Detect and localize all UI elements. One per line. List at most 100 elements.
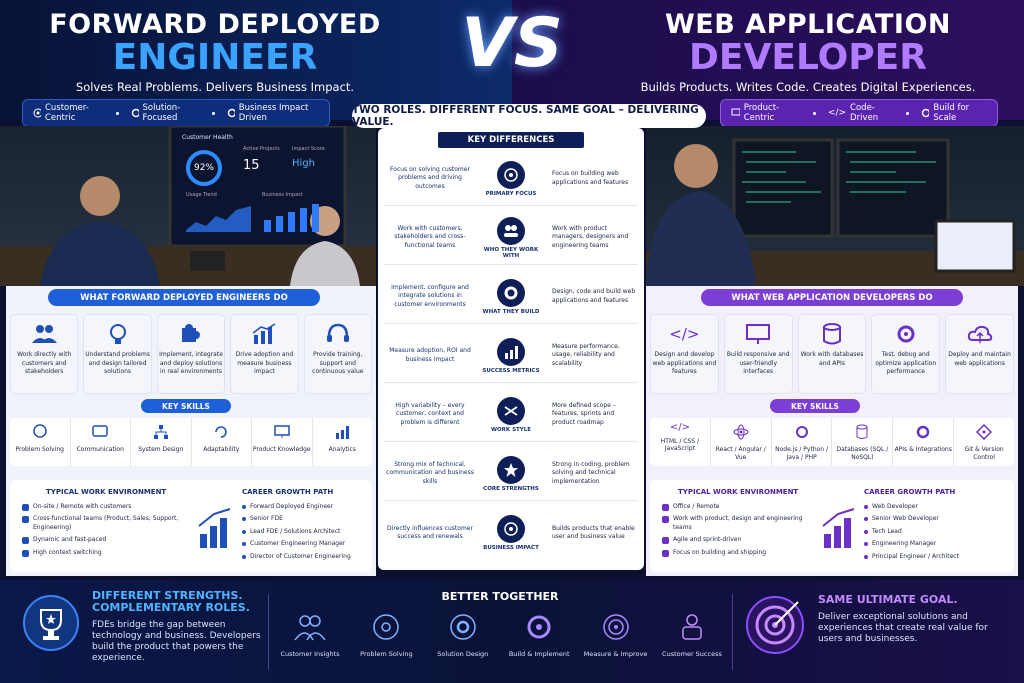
fde-skill-label: Adaptability <box>203 446 240 453</box>
kd-row: Implement, configure and integrate solut… <box>384 270 638 324</box>
rocket-icon <box>662 549 669 557</box>
fde-skill: Analytics <box>313 418 373 466</box>
growth-chart-icon <box>822 508 855 548</box>
dev-skill: React / Angular / Vue <box>711 418 772 466</box>
dev-pill-3: Build for Scale <box>933 103 970 123</box>
fde-env-title: TYPICAL WORK ENVIRONMENT <box>46 488 167 496</box>
business-impact-chart <box>264 204 319 232</box>
dev-card-text: Test, debug and optimize application per… <box>875 351 937 375</box>
dev-career-item: Engineering Manager <box>864 540 1012 549</box>
dev-career-text: Senior Web Developer <box>872 515 939 522</box>
fde-skill: Communication <box>71 418 131 466</box>
bar-chart-icon <box>497 337 525 366</box>
kd-left: Strong mix of technical, communication a… <box>386 460 474 485</box>
star-icon <box>497 455 525 484</box>
code-icon: </> <box>669 422 690 433</box>
team-success-icon <box>682 614 702 640</box>
kd-right: Measure performance, usage, reliability … <box>552 342 620 367</box>
dev-pill-2: Code-Driven <box>850 103 879 123</box>
git-icon <box>976 424 993 440</box>
fde-skill-label: Analytics <box>328 446 356 453</box>
kd-left: Work with customers, stakeholders and cr… <box>394 224 466 249</box>
fde-env-text: Dynamic and fast-paced <box>33 536 107 543</box>
kd-row: Strong mix of technical, communication a… <box>384 447 638 501</box>
bt-label: Build & Implement <box>508 650 570 658</box>
fde-card-text: Work directly with customers and stakeho… <box>17 351 72 375</box>
fde-env-text: High context switching <box>33 548 102 556</box>
kd-right: Design, code and build web applications … <box>552 288 636 304</box>
dev-skill: Node.js / Python / Java / PHP <box>772 418 833 466</box>
gear-icon <box>897 325 915 343</box>
dev-skill-label: Databases (SQL / NoSQL) <box>836 446 889 461</box>
team-icon <box>662 516 669 523</box>
footer: DIFFERENT STRENGTHS. COMPLEMENTARY ROLES… <box>0 580 1024 683</box>
kd-label: SUCCESS METRICS <box>482 367 540 374</box>
monitor-icon <box>746 324 771 344</box>
fde-card: Work directly with customers and stakeho… <box>10 314 79 394</box>
kd-row: Work with customers, stakeholders and cr… <box>384 211 638 265</box>
vs-badge: VS <box>461 4 563 83</box>
message-icon <box>92 425 108 437</box>
people-icon <box>497 216 525 245</box>
footer-right: SAME ULTIMATE GOAL. Deliver exceptional … <box>818 594 1014 645</box>
fde-career-item: Forward Deployed Engineer <box>242 503 370 512</box>
database-icon <box>822 323 841 345</box>
api-gear-icon <box>916 425 930 439</box>
people-icon <box>294 615 326 641</box>
fde-env-text: Cross-functional teams (Product, Sales, … <box>33 515 179 531</box>
kd-label: WHAT THEY BUILD <box>482 308 540 315</box>
fde-pill-3: Business Impact Driven <box>238 103 309 123</box>
bt-label: Problem Solving <box>360 650 413 658</box>
fde-pill-row: Customer-Centric Solution-Focused Busine… <box>22 99 330 127</box>
kd-left: Measure adoption, ROI and business impac… <box>389 347 471 363</box>
target-icon <box>33 108 41 118</box>
fde-career-item: Director of Customer Engineering <box>242 553 370 562</box>
analytics-icon <box>336 426 350 439</box>
gear-icon <box>921 108 930 118</box>
kd-label: BUSINESS IMPACT <box>483 545 539 551</box>
kd-row: High variability – every customer, conte… <box>384 388 638 442</box>
trophy-icon <box>23 595 79 651</box>
bt-item: Problem Solving <box>352 612 420 658</box>
react-icon <box>733 424 749 440</box>
dev-card: Deploy and maintain web applications <box>945 314 1014 394</box>
dev-card-text: Design and develop web applications and … <box>652 351 717 375</box>
dev-env-item: Agile and sprint-driven <box>662 536 812 545</box>
dev-env-item: Focus on building and shipping <box>662 549 812 558</box>
kd-label: WHO THEY WORK WITH <box>483 246 539 259</box>
usage-trend-chart <box>186 206 251 232</box>
fde-env-item: High context switching <box>22 549 212 558</box>
bt-item: Customer Success <box>658 612 726 658</box>
cloud-upload-icon <box>967 325 992 343</box>
fde-career-item: Customer Engineering Manager <box>242 540 370 549</box>
kd-left: Focus on solving customer problems and d… <box>390 165 470 190</box>
kd-label: CORE STRENGTHS <box>483 485 539 492</box>
code-icon: </> <box>827 108 847 118</box>
gear-icon <box>497 278 525 307</box>
code-icon: </> <box>669 325 700 343</box>
bt-item: Measure & Improve <box>582 612 650 658</box>
dev-env: TYPICAL WORK ENVIRONMENT Office / Remote… <box>662 488 812 561</box>
fde-skill-label: Product Knowledge <box>252 446 311 453</box>
fde-skill-label: Communication <box>76 446 124 453</box>
dev-what-title: WHAT WEB APPLICATION DEVELOPERS DO <box>701 289 963 306</box>
dev-cards: </> Design and develop web applications a… <box>650 314 1014 394</box>
fde-card-text: Understand problems and design tailored … <box>85 351 150 375</box>
hierarchy-icon <box>153 425 168 439</box>
fde-skill: Product Knowledge <box>252 418 313 466</box>
dev-skill-label: Node.js / Python / Java / PHP <box>775 446 829 461</box>
slogan-banner: TWO ROLES. DIFFERENT FOCUS. SAME GOAL – … <box>352 104 706 128</box>
dev-env-item: Office / Remote <box>662 503 812 512</box>
fde-card-text: Provide training, support and continuous… <box>312 351 364 375</box>
dash-impact-score-value: High <box>292 158 315 169</box>
dev-career-text: Web Developer <box>872 502 918 510</box>
monitor-icon <box>274 425 290 438</box>
chat-bubble-icon <box>33 424 47 438</box>
fde-tagline: Solves Real Problems. Delivers Business … <box>75 80 355 94</box>
dev-skill-label: React / Angular / Vue <box>715 446 766 461</box>
fde-what-title: WHAT FORWARD DEPLOYED ENGINEERS DO <box>48 289 320 306</box>
dev-career-item: Tech Lead <box>864 528 1012 537</box>
fde-career-title: CAREER GROWTH PATH <box>242 488 334 496</box>
footer-right-heading: SAME ULTIMATE GOAL. <box>818 593 958 606</box>
monitor-icon <box>731 108 740 116</box>
